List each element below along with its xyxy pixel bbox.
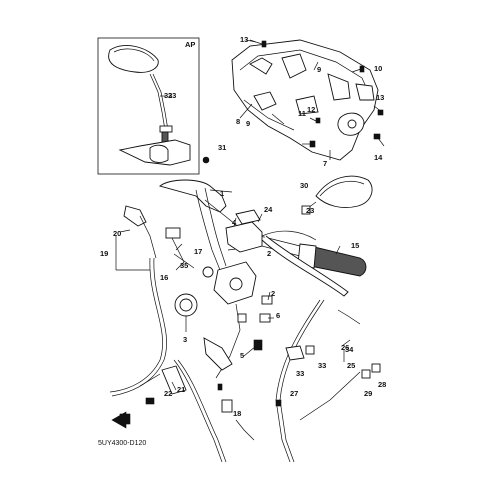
front-arrow-icon	[111, 411, 131, 429]
callout-10: 10	[374, 64, 382, 73]
svg-text:33: 33	[168, 91, 176, 100]
callout-34: 34	[345, 345, 354, 354]
callout-16: 16	[160, 273, 168, 282]
callout-13: 13	[240, 35, 248, 44]
callout-13: 13	[376, 93, 384, 102]
callout-4: 4	[232, 218, 237, 227]
handlebar-holder	[174, 209, 273, 379]
callout-26: 26	[341, 343, 349, 352]
callout-19: 19	[100, 249, 108, 258]
callout-31: 31	[218, 143, 226, 152]
callout-17: 17	[194, 247, 202, 256]
callout-8: 8	[236, 117, 240, 126]
callout-5: 5	[240, 351, 244, 360]
handlebar-cover	[231, 39, 379, 161]
handlebar	[159, 175, 373, 297]
callout-12: 12	[307, 105, 315, 114]
left-lever	[123, 205, 195, 269]
callout-25: 25	[347, 361, 355, 370]
callout-21: 21	[177, 385, 185, 394]
callout-6: 6	[276, 311, 280, 320]
callout-1: 1	[220, 189, 224, 198]
inset-tag: AP	[185, 40, 195, 49]
callout-18: 18	[233, 409, 241, 418]
callout-7: 7	[323, 159, 327, 168]
callout-15: 15	[351, 241, 359, 250]
callout-9: 9	[317, 65, 321, 74]
callout-20: 20	[113, 229, 121, 238]
callout-2: 2	[271, 289, 275, 298]
inset-mirror	[108, 45, 191, 166]
callout-30: 30	[300, 181, 308, 190]
callout-33: 33	[318, 361, 326, 370]
callout-22: 22	[164, 389, 172, 398]
callout-29: 29	[364, 389, 372, 398]
callout-32: 32	[164, 91, 172, 100]
callout-11: 11	[298, 109, 306, 118]
small-parts	[139, 156, 381, 413]
diagram-code: 5UY4300-D120	[98, 440, 146, 447]
callout-2: 2	[267, 249, 271, 258]
callout-14: 14	[374, 153, 383, 162]
callout-28: 28	[378, 380, 386, 389]
callout-35: 35	[180, 261, 188, 270]
callout-3: 3	[183, 335, 187, 344]
leader-lines	[115, 39, 351, 391]
callout-33: 33	[296, 369, 304, 378]
callout-9: 9	[246, 119, 250, 128]
callout-27: 27	[290, 389, 298, 398]
callout-23: 23	[306, 206, 314, 215]
screws-top	[249, 39, 385, 148]
callout-24: 24	[264, 205, 273, 214]
